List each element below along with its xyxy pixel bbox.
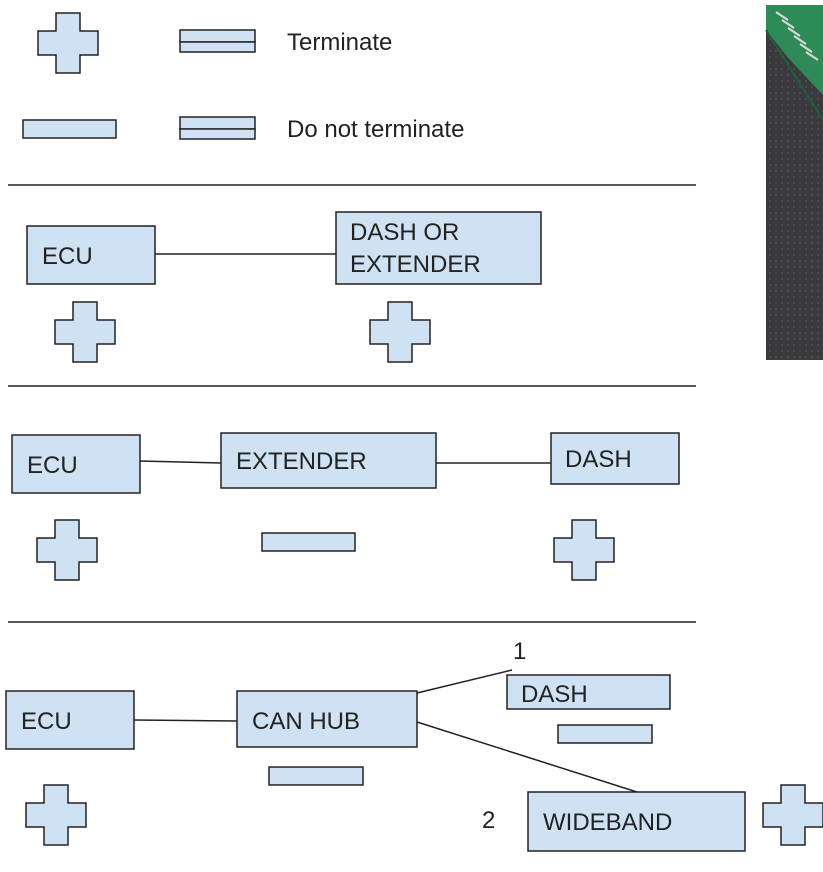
can-wire: [133, 719, 238, 722]
hub-no-terminate-minus-icon: [268, 766, 364, 786]
hub-to-dash-wire: [416, 669, 513, 694]
scenario-3: ECU CAN HUB 1 DASH 2 WIDEBAND: [5, 638, 823, 852]
dash-terminate-plus-icon: [369, 301, 431, 363]
can-hub-label: CAN HUB: [252, 708, 360, 735]
dash-or-extender-label-line1: DASH OR: [350, 219, 459, 246]
dash-terminate-plus-icon: [553, 519, 615, 581]
scenario-2: ECU EXTENDER DASH: [11, 432, 680, 581]
dash-box: [550, 432, 680, 485]
ecu-terminate-plus-icon: [36, 519, 98, 581]
ecu-terminate-plus-icon: [25, 784, 87, 846]
dash-label: DASH: [521, 681, 588, 708]
wideband-terminate-plus-icon: [762, 784, 823, 846]
wideband-label: WIDEBAND: [543, 809, 672, 836]
extender-no-terminate-minus-icon: [261, 532, 356, 552]
legend-cable-icon: [179, 116, 256, 140]
dash-label: DASH: [565, 446, 632, 473]
can-wire: [139, 460, 222, 464]
ecu-terminate-plus-icon: [54, 301, 116, 363]
circuit-board-photo: [765, 5, 823, 360]
port-2-label: 2: [482, 807, 495, 834]
hub-to-wideband-wire: [416, 721, 638, 793]
ecu-box: [11, 434, 141, 494]
ecu-box: [26, 225, 156, 285]
scenario-1: ECU DASH OR EXTENDER: [26, 211, 542, 363]
extender-box: [220, 432, 437, 489]
can-hub-box: [236, 690, 418, 748]
dash-or-extender-box: [335, 211, 542, 285]
dash-or-extender-label-line2: EXTENDER: [350, 251, 481, 278]
ecu-label: ECU: [21, 708, 72, 735]
legend: Terminate Do not terminate: [22, 12, 464, 143]
legend-cable-icon: [179, 29, 256, 53]
do-not-terminate-minus-icon: [22, 119, 117, 139]
terminate-label: Terminate: [287, 29, 392, 56]
wideband-box: [527, 791, 746, 852]
ecu-label: ECU: [42, 243, 93, 270]
dash-no-terminate-minus-icon: [557, 724, 653, 744]
port-1-label: 1: [513, 638, 526, 665]
ecu-label: ECU: [27, 452, 78, 479]
extender-label: EXTENDER: [236, 448, 367, 475]
terminate-plus-icon: [37, 12, 99, 74]
do-not-terminate-label: Do not terminate: [287, 116, 464, 143]
dash-box: [506, 674, 671, 710]
